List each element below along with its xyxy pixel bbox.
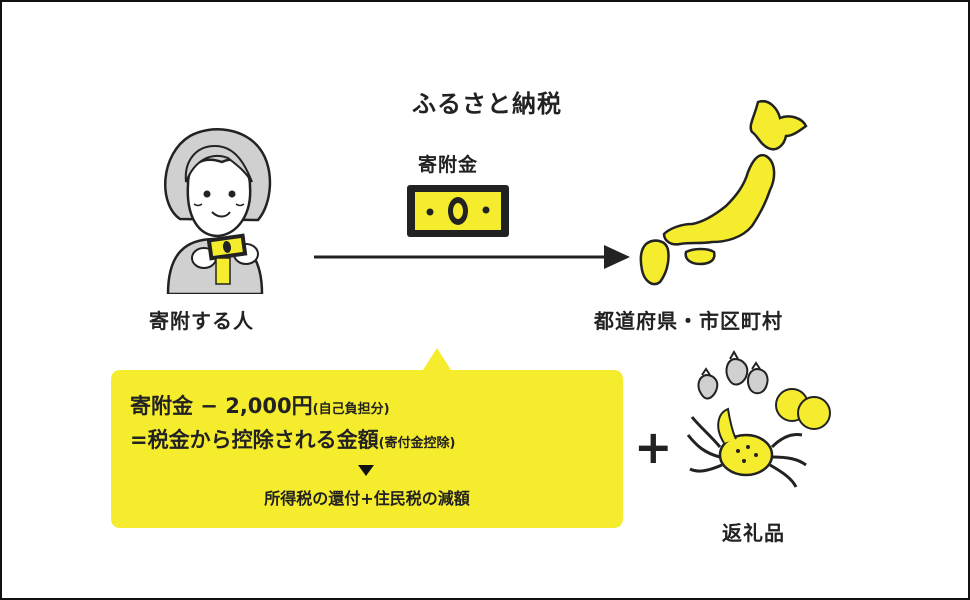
donation-label: 寄附金	[418, 154, 479, 176]
down-triangle-icon	[358, 465, 374, 476]
box-line2-main: =税金から控除される金額	[130, 428, 379, 452]
arrow-right-icon	[314, 245, 630, 269]
plus-sign: +	[634, 420, 673, 474]
diagram-title: ふるさと納税	[412, 90, 562, 118]
box-line1: 寄附金 − 2,000円(自己負担分)	[130, 390, 390, 420]
box-line3: 所得税の還付+住民税の減額	[264, 489, 470, 508]
person-illustration	[164, 128, 272, 294]
government-label: 都道府県・市区町村	[594, 309, 783, 333]
gift-label: 返礼品	[722, 521, 785, 545]
box-line1-note: (自己負担分)	[312, 402, 390, 417]
explanation-box	[111, 348, 623, 528]
box-line2-note: (寄付金控除)	[378, 436, 456, 451]
box-line2: =税金から控除される金額(寄付金控除)	[130, 424, 456, 454]
japan-map-illustration	[639, 99, 808, 286]
box-line1-main: 寄附金 − 2,000円	[130, 394, 313, 418]
banknote-icon	[407, 185, 509, 237]
gift-produce-illustration	[686, 349, 831, 488]
donor-label: 寄附する人	[149, 309, 254, 333]
